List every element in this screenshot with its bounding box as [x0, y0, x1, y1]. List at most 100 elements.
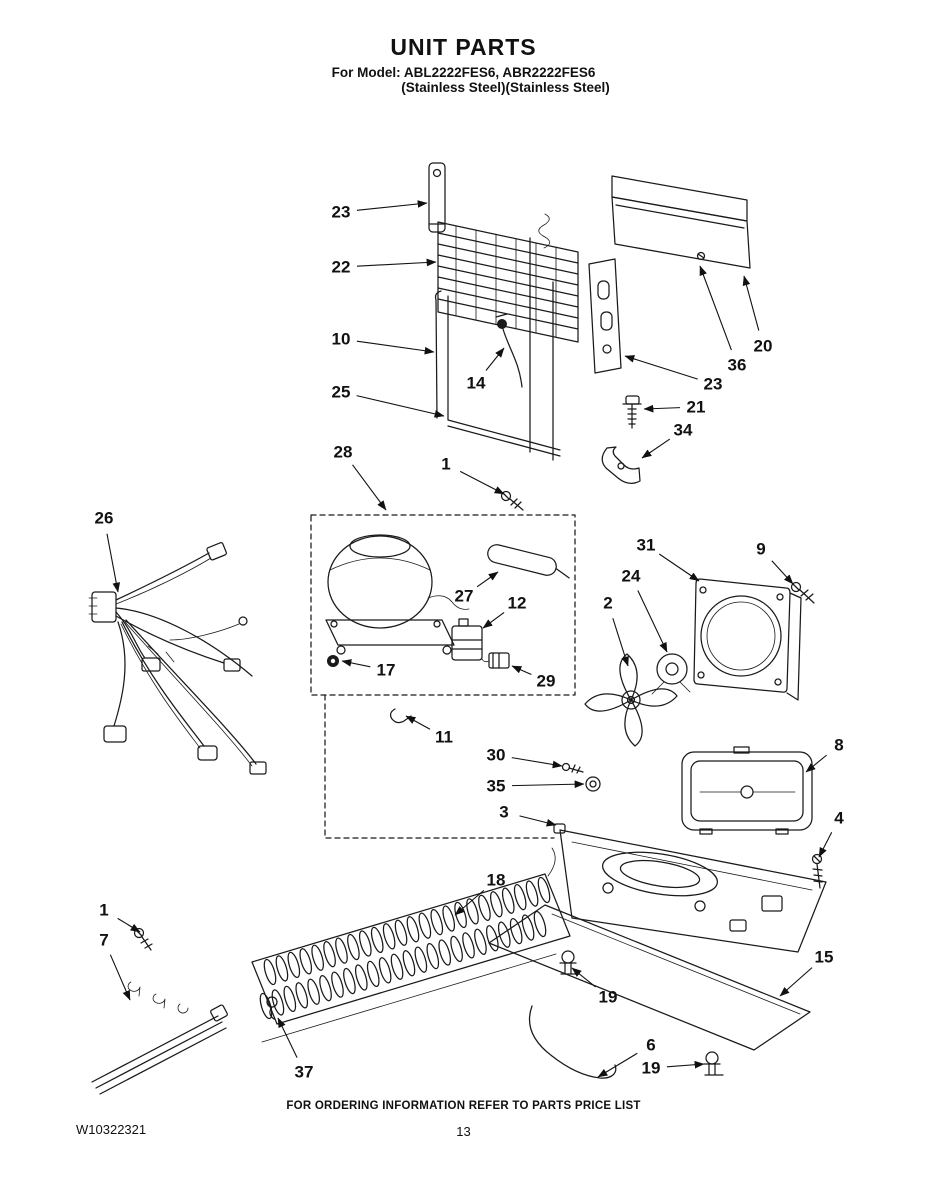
callout-leader: [511, 757, 563, 769]
callout-label: 12: [508, 594, 527, 613]
screw-30: [561, 762, 584, 774]
callout-leader: [643, 404, 681, 413]
callout-label: 23: [332, 203, 351, 222]
evaporator-cover-15: [488, 904, 811, 1051]
callout-label: 4: [834, 809, 844, 828]
callout-leader: [106, 533, 121, 593]
callout-label: 1: [99, 901, 108, 920]
thermostat-14: [495, 313, 523, 388]
callout-leader: [405, 715, 431, 730]
wire-tube-10: [434, 290, 442, 419]
callout-label: 26: [95, 509, 114, 528]
finish-line: (Stainless Steel)(Stainless Steel): [401, 80, 610, 95]
callout-leader: [742, 275, 760, 331]
callout-label: 20: [754, 337, 773, 356]
callout-label: 6: [646, 1036, 655, 1055]
callout-label: 3: [499, 803, 508, 822]
screw-21: [622, 395, 642, 429]
callout-leader: [356, 258, 437, 267]
page-title: UNIT PARTS: [390, 34, 537, 60]
page-header: UNIT PARTS For Model: ABL2222FES6, ABR22…: [0, 34, 927, 95]
clip-19-right: [703, 1051, 724, 1076]
clip-11: [389, 708, 412, 724]
callout-label: 35: [487, 777, 506, 796]
callout-label: 8: [834, 736, 843, 755]
callout-label: 11: [435, 728, 453, 747]
fan-shroud-31: [693, 578, 802, 701]
condenser-mounting-bracket: [428, 162, 446, 233]
compressor-kit-boundary: [310, 514, 576, 696]
callout-leader: [109, 954, 131, 1001]
callout-leader: [356, 340, 435, 355]
callout-leader: [805, 754, 827, 773]
doc-number: W10322321: [76, 1122, 147, 1137]
side-bracket-23: [588, 258, 622, 374]
drain-tube-assembly-7: [91, 981, 228, 1095]
page-number: 13: [456, 1124, 471, 1139]
callout-label: 2: [603, 594, 612, 613]
callout-label: 14: [467, 374, 486, 393]
condenser-coil: [437, 213, 579, 343]
callout-label: 31: [637, 536, 656, 555]
callout-leader: [612, 618, 629, 667]
screw-1-bottom: [133, 927, 153, 951]
callout-leader: [511, 665, 532, 676]
callout-leader: [771, 560, 794, 585]
callout-leader: [117, 917, 141, 933]
screw-1-top: [500, 490, 524, 511]
callout-leader: [519, 815, 557, 827]
callout-label: 37: [295, 1063, 314, 1082]
callout-leader: [482, 612, 505, 629]
relay-overload-12: [451, 618, 483, 661]
callout-label: 27: [455, 587, 474, 606]
evaporator-18: [251, 847, 571, 1043]
callout-label: 9: [756, 540, 765, 559]
callout-leader: [641, 438, 671, 459]
callout-leader: [356, 395, 445, 418]
callout-label: 34: [674, 421, 693, 440]
reference-dash-line: [324, 694, 555, 839]
grommet-35: [585, 776, 601, 792]
callout-leader: [511, 780, 585, 789]
drier-27: [487, 544, 570, 579]
callout-label: 10: [332, 330, 351, 349]
grommet-17: [327, 655, 339, 667]
unit-base-3: [553, 823, 827, 953]
callout-leader: [341, 659, 371, 668]
callout-label: 21: [687, 398, 706, 417]
callout-label: 1: [441, 455, 450, 474]
callout-label: 25: [332, 383, 351, 402]
callout-leader: [476, 571, 499, 588]
callout-leader: [459, 470, 505, 495]
callout-label: 28: [334, 443, 353, 462]
callout-leader: [356, 200, 428, 211]
callout-leader: [637, 590, 668, 653]
condenser-fan-blade-2: [584, 653, 678, 747]
callout-leader: [658, 553, 700, 582]
callout-label: 17: [377, 661, 396, 680]
callout-leader: [485, 347, 505, 371]
callout-label: 23: [704, 375, 723, 394]
callout-label: 19: [599, 988, 618, 1007]
callout-label: 7: [99, 931, 108, 950]
callout-leader: [699, 265, 732, 351]
connector-29: [481, 652, 510, 669]
callout-leader: [454, 889, 485, 916]
callout-label: 30: [487, 746, 506, 765]
condenser-frame: [447, 237, 561, 461]
drain-pan-8: [681, 746, 813, 835]
callout-label: 18: [487, 871, 506, 890]
screw-9: [790, 581, 815, 604]
top-cover-20: [611, 175, 751, 269]
footer-note: FOR ORDERING INFORMATION REFER TO PARTS …: [286, 1100, 641, 1112]
callout-leader: [666, 1060, 705, 1069]
callout-label: 24: [622, 567, 641, 586]
clamp-34: [601, 446, 641, 485]
callout-leader: [277, 1017, 298, 1058]
callout-label: 15: [815, 948, 834, 967]
callout-leader: [352, 464, 387, 511]
compressor: [325, 534, 470, 655]
